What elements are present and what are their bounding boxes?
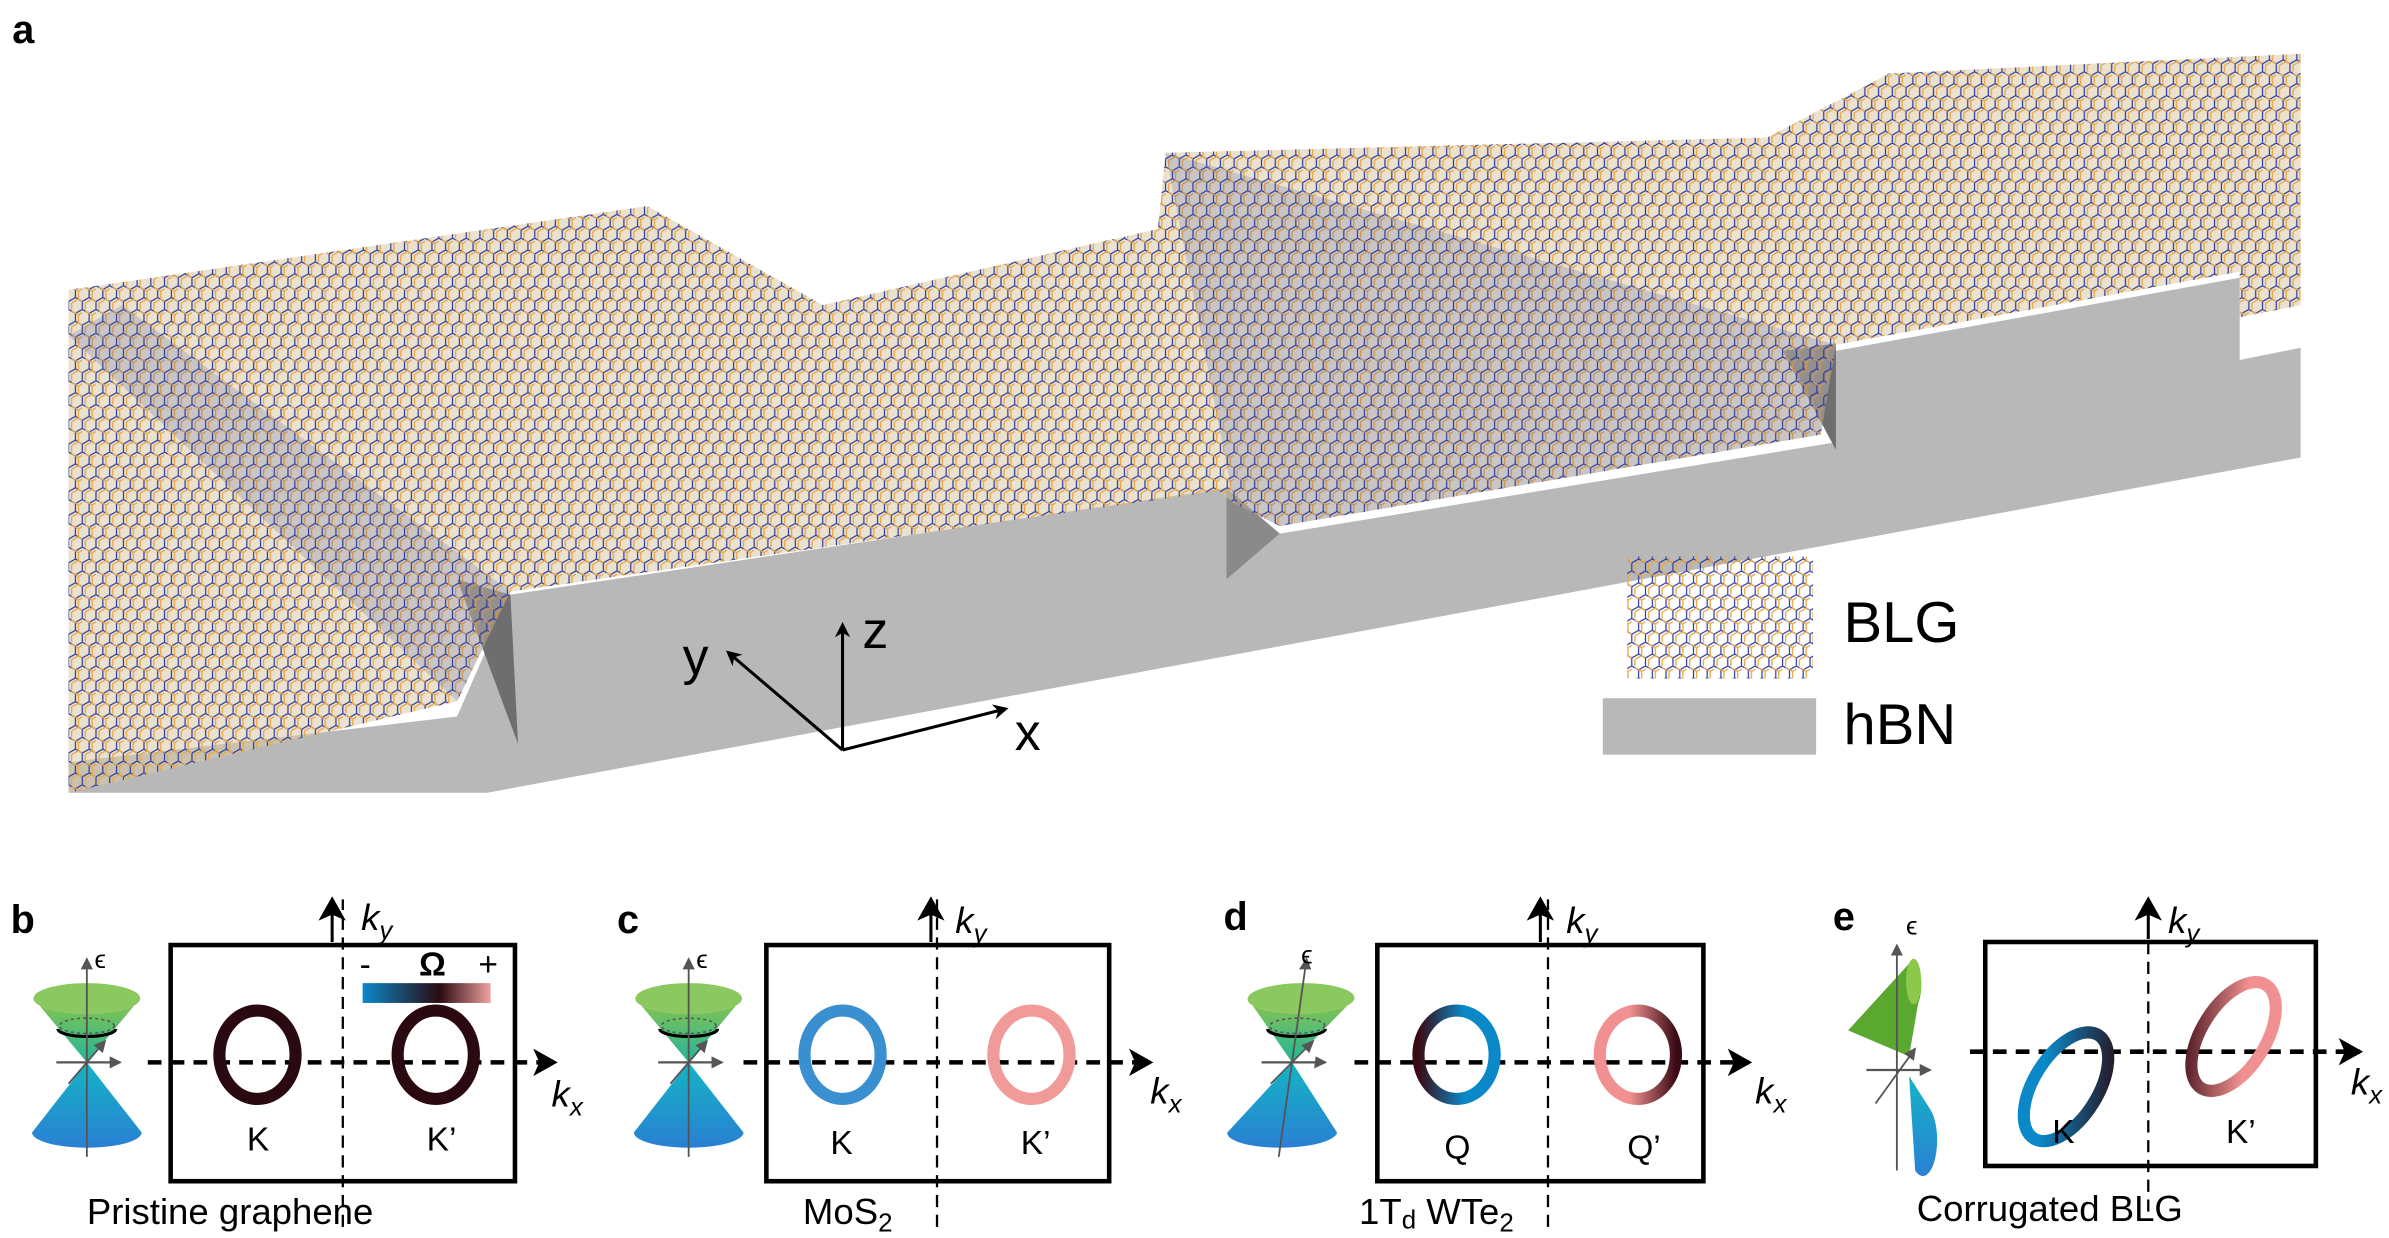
- hbn-substrate-front: [68, 277, 2301, 793]
- panel-label-a: a: [12, 8, 35, 52]
- axis-label-y: y: [683, 627, 709, 685]
- valley-label-q: Q: [1444, 1129, 1470, 1166]
- hbn-legend-swatch: [1602, 698, 1817, 755]
- panel-caption: 1Td WTe2: [1359, 1191, 1514, 1238]
- panel-label-b: b: [11, 898, 35, 942]
- kx-label: kx: [1755, 1071, 1787, 1119]
- valley-ring-q-prime: [1593, 1004, 1683, 1106]
- panel-label-e: e: [1833, 895, 1855, 939]
- panel-caption: MoS2: [803, 1191, 893, 1238]
- gapped-dirac-cone-icon: [634, 959, 744, 1157]
- panel-label-c: c: [617, 898, 639, 942]
- kx-label: kx: [552, 1074, 584, 1122]
- valley-ring-q: [1412, 1004, 1501, 1106]
- valley-label-k: K: [2052, 1114, 2074, 1151]
- energy-axis-label: ϵ: [1906, 912, 1917, 940]
- blg-legend-swatch: [1627, 556, 1814, 679]
- legend-label-hbn: hBN: [1844, 693, 1957, 757]
- axis-label-x: x: [1015, 703, 1041, 761]
- hbn-substrate-shadow: [1226, 487, 1280, 580]
- energy-axis-label: ϵ: [1301, 941, 1312, 969]
- panel-caption: Corrugated BLG: [1917, 1188, 2183, 1229]
- colorbar-minus: -: [360, 947, 371, 984]
- valley-ring-k: [798, 1004, 887, 1106]
- panel-label-d: d: [1223, 895, 1247, 939]
- valley-label-k: K: [247, 1122, 269, 1159]
- kx-label: kx: [1150, 1071, 1182, 1119]
- corrugated-blg-3d-illustration: [68, 53, 2301, 793]
- ky-label: ky: [361, 897, 394, 945]
- valley-label-k-prime: K’: [427, 1122, 457, 1159]
- graphene-wall-shade: [1165, 152, 1836, 527]
- ky-label: ky: [1566, 900, 1599, 948]
- ky-label: ky: [955, 900, 988, 948]
- legend: BLG hBN: [1602, 556, 1960, 757]
- legend-label-blg: BLG: [1844, 591, 1960, 655]
- valley-ring-k-prime: [987, 1004, 1076, 1106]
- valley-ring-k: [213, 1004, 302, 1106]
- valley-label-k-prime: K’: [1021, 1125, 1051, 1162]
- graphene-wall-shade: [68, 305, 511, 702]
- tilted-corrugated-cone-icon: [1848, 943, 1938, 1177]
- panel-c: c ϵ ky kx K K’ MoS2: [617, 896, 1183, 1238]
- berry-curvature-colorbar: [362, 983, 491, 1003]
- coordinate-axes: x z y: [683, 601, 1041, 761]
- kx-label: kx: [2351, 1061, 2383, 1109]
- tilted-dirac-cone-icon: [1224, 959, 1362, 1157]
- valley-ring-k: [2017, 1026, 2115, 1148]
- panel-d: d ϵ ky kx Q Q’ 1Td WTe2: [1223, 895, 1787, 1238]
- panel-caption: Pristine graphene: [87, 1191, 373, 1232]
- valley-ring-k-prime: [391, 1004, 480, 1106]
- valley-label-k-prime: K’: [2226, 1114, 2256, 1151]
- ky-label: ky: [2168, 900, 2201, 948]
- valley-label-q-prime: Q’: [1627, 1129, 1661, 1166]
- panel-b: b ϵ ky kx - Ω + K K’ Pristine graphene: [11, 896, 584, 1232]
- energy-axis-label: ϵ: [94, 946, 105, 974]
- axis-label-z: z: [862, 601, 888, 659]
- colorbar-omega: Ω: [419, 947, 446, 984]
- dirac-cone-icon: [32, 959, 142, 1157]
- bilayer-graphene-lattice: [68, 53, 2301, 793]
- energy-axis-label: ϵ: [696, 946, 707, 974]
- panel-e: e ϵ ky kx K K’ Corrugated BLG: [1833, 895, 2383, 1229]
- valley-label-k: K: [830, 1125, 852, 1162]
- valley-ring-k-prime: [2185, 975, 2282, 1097]
- colorbar-plus: +: [478, 947, 498, 984]
